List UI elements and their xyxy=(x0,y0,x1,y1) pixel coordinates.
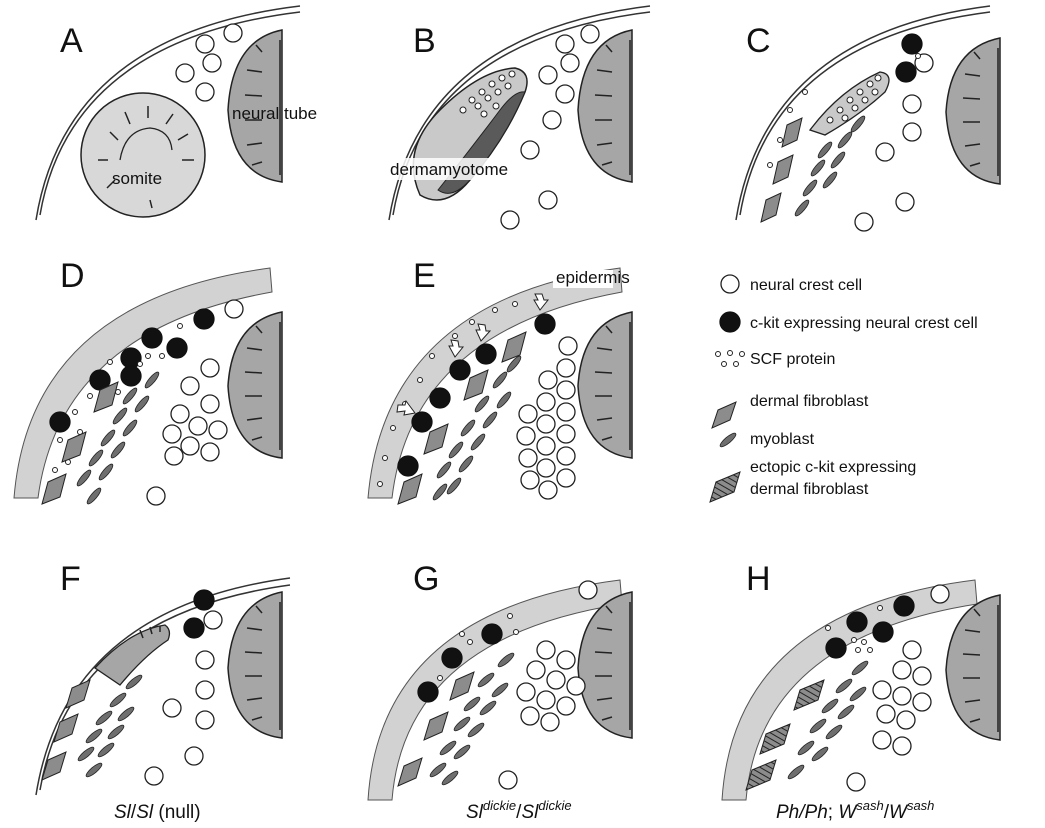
legend: neural crest cell c-kit expressing neura… xyxy=(710,275,978,502)
panel-f: Sl/Sl (null) xyxy=(36,578,290,823)
dermamyotome-label: dermamyotome xyxy=(390,160,508,179)
panel-letter-e: E xyxy=(413,257,436,295)
somite-label: somite xyxy=(112,169,162,188)
legend-neural-crest-cell: neural crest cell xyxy=(750,277,862,294)
myoblast-icon xyxy=(718,431,737,448)
neural-tube-label: neural tube xyxy=(232,104,317,123)
panel-h: Ph/Ph; Wsash/Wsash xyxy=(722,580,1000,823)
panel-d xyxy=(14,268,282,506)
caption-f: Sl/Sl (null) xyxy=(114,802,201,823)
panel-g: Sldickie/Sldickie xyxy=(368,580,632,823)
c-kit-cell-icon xyxy=(720,312,740,332)
panel-letter-g: G xyxy=(413,560,439,598)
panel-e: epidermis xyxy=(368,268,632,504)
legend-scf-protein: SCF protein xyxy=(750,351,835,368)
legend-dermal-fibroblast: dermal fibroblast xyxy=(750,393,869,410)
panel-letter-c: C xyxy=(746,22,771,60)
panel-letter-h: H xyxy=(746,560,771,598)
panel-c xyxy=(736,6,1000,231)
scf-protein-icon xyxy=(716,351,745,367)
panel-letter-d: D xyxy=(60,257,85,295)
caption-h: Ph/Ph; Wsash/Wsash xyxy=(776,798,934,823)
neural-crest-cell-icon xyxy=(721,275,739,293)
legend-ectopic-line2: dermal fibroblast xyxy=(750,481,869,498)
dermal-fibroblast-icon xyxy=(712,402,736,428)
epidermis-label: epidermis xyxy=(556,268,630,287)
legend-myoblast: myoblast xyxy=(750,431,815,448)
legend-c-kit-cell: c-kit expressing neural crest cell xyxy=(750,315,978,332)
legend-ectopic-line1: ectopic c-kit expressing xyxy=(750,459,916,476)
panel-letter-a: A xyxy=(60,22,83,60)
ectopic-fibroblast-icon xyxy=(710,472,740,502)
caption-g: Sldickie/Sldickie xyxy=(466,798,572,823)
panel-letter-f: F xyxy=(60,560,81,598)
somite xyxy=(81,93,205,217)
panel-letter-b: B xyxy=(413,22,436,60)
